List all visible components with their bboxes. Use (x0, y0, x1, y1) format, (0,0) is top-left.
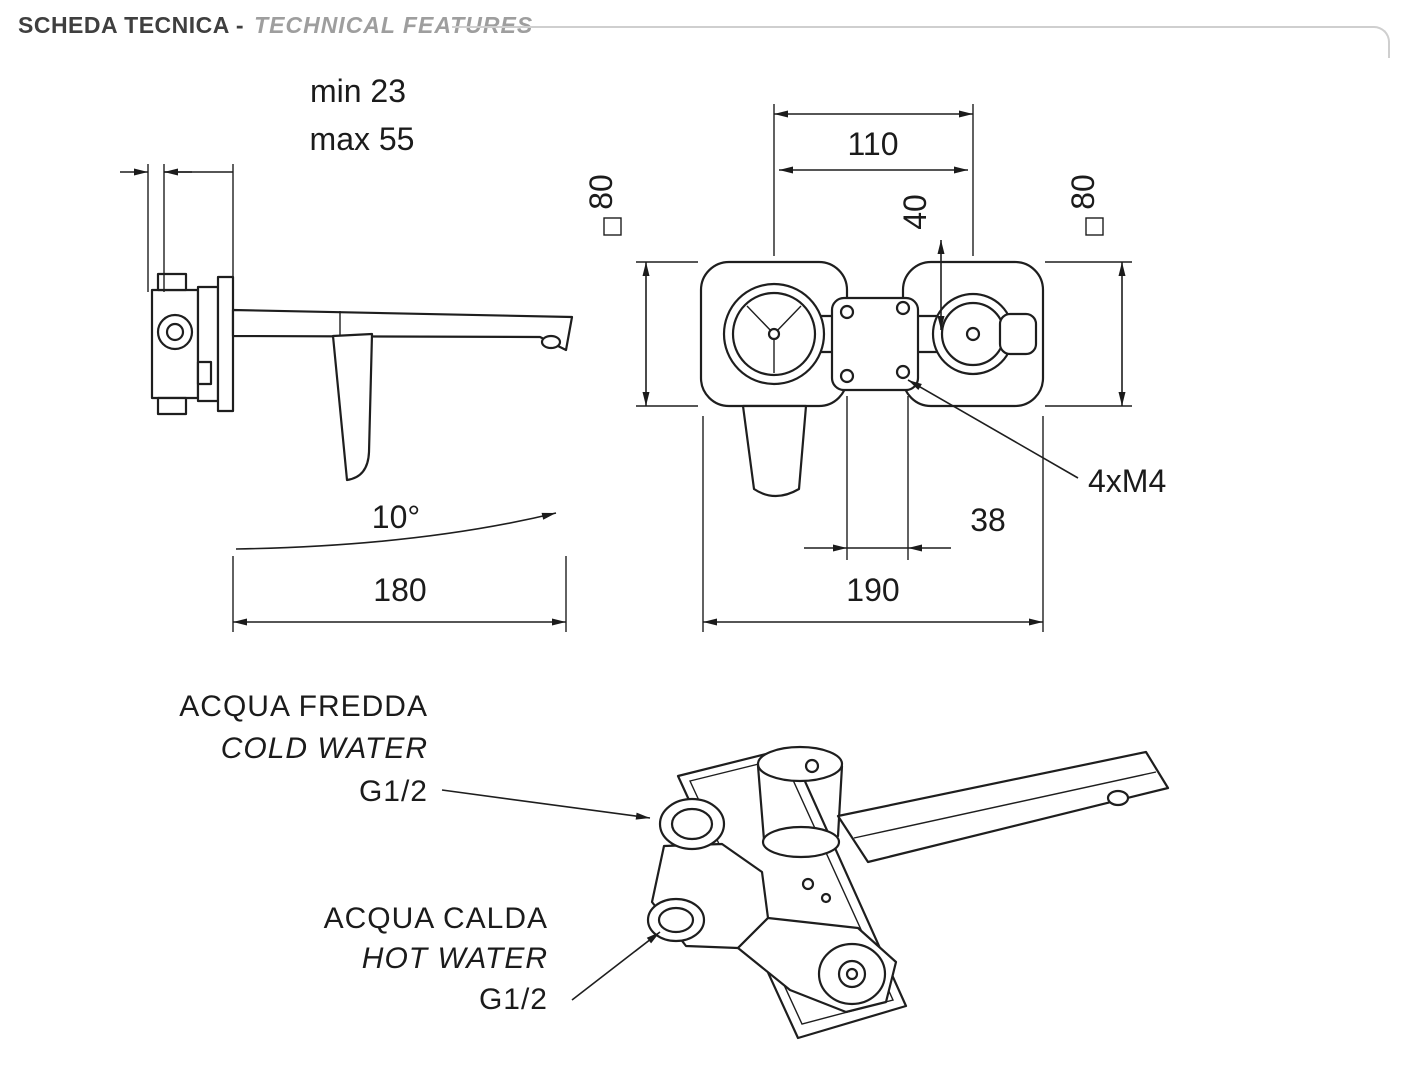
handle-lever-side (331, 332, 374, 482)
handle-grip-front (741, 404, 808, 498)
hot-water-it-label: ACQUA CALDA (324, 902, 548, 935)
annotation-4xm4: 4xM4 (907, 379, 1166, 499)
iso-spout-fold (853, 771, 1157, 839)
cold-water-en-label: COLD WATER (221, 732, 428, 765)
front-view: 80 80 110 40 (583, 104, 1166, 632)
dim-height-left-label: 80 (583, 174, 619, 210)
dim-38: 38 (804, 396, 1006, 560)
aerator-side (540, 334, 562, 350)
valve-body-bottom-tab (156, 396, 188, 416)
handle-center (767, 327, 781, 341)
header-rule (452, 26, 1390, 58)
header-subtitle: TECHNICAL FEATURES (254, 12, 534, 38)
screw-bottom-right (895, 364, 911, 380)
iso-hot-inlet-bore (657, 906, 695, 934)
dim-min-max: min 23 max 55 (120, 73, 414, 292)
screw-bottom-left (839, 368, 855, 384)
iso-spout (836, 750, 1170, 864)
header: SCHEDA TECNICA - TECHNICAL FEATURES (18, 12, 533, 39)
dim-center-offset-label: 40 (897, 194, 933, 230)
screw-top-right (895, 300, 911, 316)
side-view-faucet (150, 272, 574, 482)
angle-arc (235, 512, 557, 550)
dim-length-label: 180 (373, 572, 426, 608)
hot-water-leader (571, 931, 661, 1001)
cold-water-leader (441, 789, 651, 820)
cold-water-label: ACQUA FREDDA COLD WATER G1/2 (179, 690, 651, 820)
dim-hole-spacing-label: 110 (847, 126, 898, 162)
iso-screw-detail-2 (820, 892, 832, 904)
valve-body-top-tab (156, 272, 188, 292)
dim-110: 110 (773, 104, 974, 256)
front-view-faucet (699, 260, 1045, 498)
cold-water-thread-label: G1/2 (359, 775, 428, 808)
iso-screw-detail (801, 877, 815, 891)
dim-180: 180 (232, 556, 567, 632)
iso-faucet (646, 745, 1170, 1040)
dim-80-right: 80 (1045, 174, 1132, 407)
spout-ring-inner (940, 301, 1006, 367)
dim-overall-width-label: 190 (846, 572, 899, 608)
cartridge-circle-inner (165, 322, 185, 342)
iso-aerator (1106, 789, 1130, 807)
iso-cold-inlet-bore (670, 807, 714, 841)
square-symbol-right (1085, 217, 1104, 236)
screw-top-left (839, 304, 855, 320)
spout-center (965, 326, 981, 342)
side-view: min 23 max 55 10° 180 (120, 73, 574, 632)
dim-bracket-spacing-label: 38 (970, 502, 1006, 538)
dim-min-label: min 23 (310, 73, 406, 109)
wall-plate-side (216, 275, 235, 413)
dim-190: 190 (702, 416, 1044, 632)
dim-80-left: 80 (583, 174, 698, 407)
dim-40: 40 (897, 194, 945, 330)
iso-view: ACQUA FREDDA COLD WATER G1/2 ACQUA CALDA… (179, 690, 1170, 1040)
dim-max-label: max 55 (310, 121, 415, 157)
stop-detail (196, 360, 213, 386)
spout-side (231, 308, 574, 352)
hot-water-thread-label: G1/2 (479, 983, 548, 1016)
mounting-bracket (830, 296, 920, 392)
dim-angle-label: 10° (372, 499, 420, 535)
square-symbol-left (603, 217, 622, 236)
dim-height-right-label: 80 (1065, 174, 1101, 210)
header-title: SCHEDA TECNICA - (18, 12, 245, 38)
hot-water-en-label: HOT WATER (362, 942, 548, 975)
iso-cartridge-hole (804, 758, 820, 774)
hot-water-label: ACQUA CALDA HOT WATER G1/2 (324, 902, 661, 1016)
screw-spec-label: 4xM4 (1088, 463, 1166, 499)
iso-cartridge-top (756, 745, 844, 783)
cold-water-it-label: ACQUA FREDDA (179, 690, 428, 723)
spout-end-front (998, 312, 1038, 356)
dim-angle: 10° (235, 499, 557, 550)
screw-leader (907, 379, 1079, 479)
iso-cartridge-base (761, 825, 841, 859)
